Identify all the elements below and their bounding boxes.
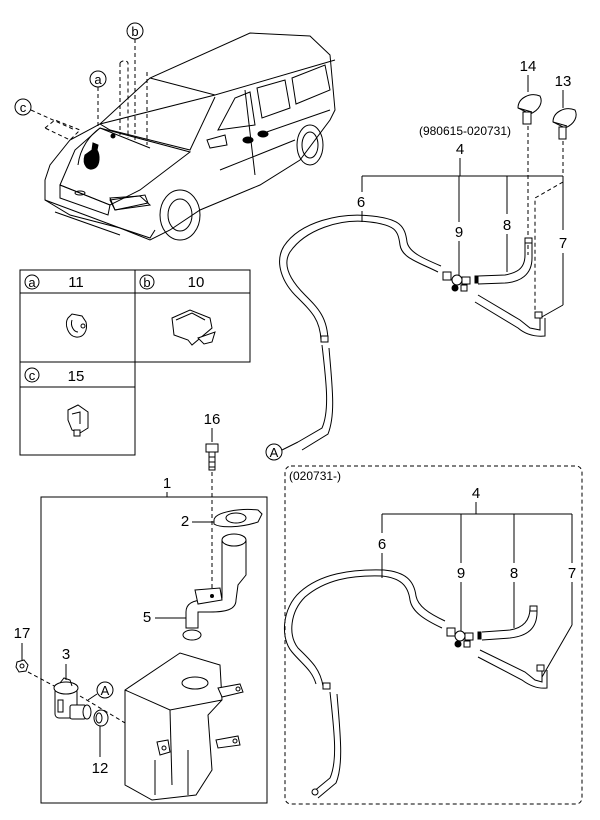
lower-hose-6 (283, 569, 446, 799)
lower-hose-label-8: 8 (510, 565, 518, 582)
washer-tank-icon (124, 652, 244, 801)
callout-b-letter: b (131, 24, 138, 39)
clip-10-icon (171, 309, 216, 346)
nozzle-13-icon (552, 108, 577, 140)
part-label-5: 5 (143, 609, 151, 626)
part-label-2: 2 (181, 513, 189, 530)
clip-15-icon (67, 404, 89, 437)
clip-table: a 11 b 10 c 15 (19, 269, 251, 456)
part-label-3: 3 (62, 646, 70, 663)
joint-9-icon (442, 271, 479, 292)
clip-c-letter: c (29, 368, 36, 383)
reservoir-connector-a: A (101, 683, 110, 698)
filler-neck-5-icon (182, 533, 247, 641)
lower-hose-label-6: 6 (378, 536, 386, 553)
gasket-2-icon (213, 509, 263, 528)
part-label-1: 1 (163, 475, 171, 492)
clip-11-icon (65, 313, 87, 338)
upper-assembly-label-4: 4 (456, 141, 464, 158)
upper-hose-label-7: 7 (559, 235, 567, 252)
callout-c-letter: c (20, 100, 27, 115)
part-label-16: 16 (204, 411, 221, 428)
bolt-16-icon (205, 443, 219, 471)
part-label-17: 17 (14, 625, 31, 642)
part-label-13: 13 (555, 73, 572, 90)
upper-hose-label-6: 6 (357, 194, 365, 211)
part-label-14: 14 (520, 58, 537, 75)
hose-group-upper: (980615-020731) 4 6 9 8 7 14 13 (265, 58, 577, 461)
lower-date-range: (020731-) (289, 469, 341, 483)
reservoir-group: 16 1 2 5 17 (14, 411, 268, 804)
nozzle-14-icon (517, 94, 542, 125)
lower-hose-label-9: 9 (457, 565, 465, 582)
upper-hose-label-9: 9 (455, 224, 463, 241)
clip-c-part-number: 15 (68, 368, 85, 385)
callout-b: b (119, 22, 148, 145)
vehicle-illustration (44, 32, 336, 241)
callout-c: c (14, 98, 81, 141)
pump-3-icon (53, 677, 92, 720)
callout-a-letter: a (94, 72, 102, 87)
nut-17-icon (15, 659, 29, 673)
lower-assembly-label-4: 4 (472, 485, 480, 502)
grommet-12-icon (93, 709, 109, 727)
lower-hose-label-7: 7 (568, 565, 576, 582)
lower-joint-9-icon (446, 627, 482, 648)
clip-a-letter: a (28, 275, 36, 290)
callout-a: a (89, 70, 107, 128)
part-label-12: 12 (92, 760, 109, 777)
clip-b-letter: b (143, 275, 150, 290)
clip-a-part-number: 11 (68, 274, 84, 291)
clip-b-part-number: 10 (188, 274, 205, 291)
upper-hose-label-8: 8 (503, 217, 511, 234)
upper-date-range: (980615-020731) (419, 124, 511, 138)
upper-hose-6 (279, 214, 442, 451)
upper-connector-a: A (270, 445, 279, 460)
hose-group-lower: (020731-) 4 6 9 8 7 (283, 465, 583, 805)
